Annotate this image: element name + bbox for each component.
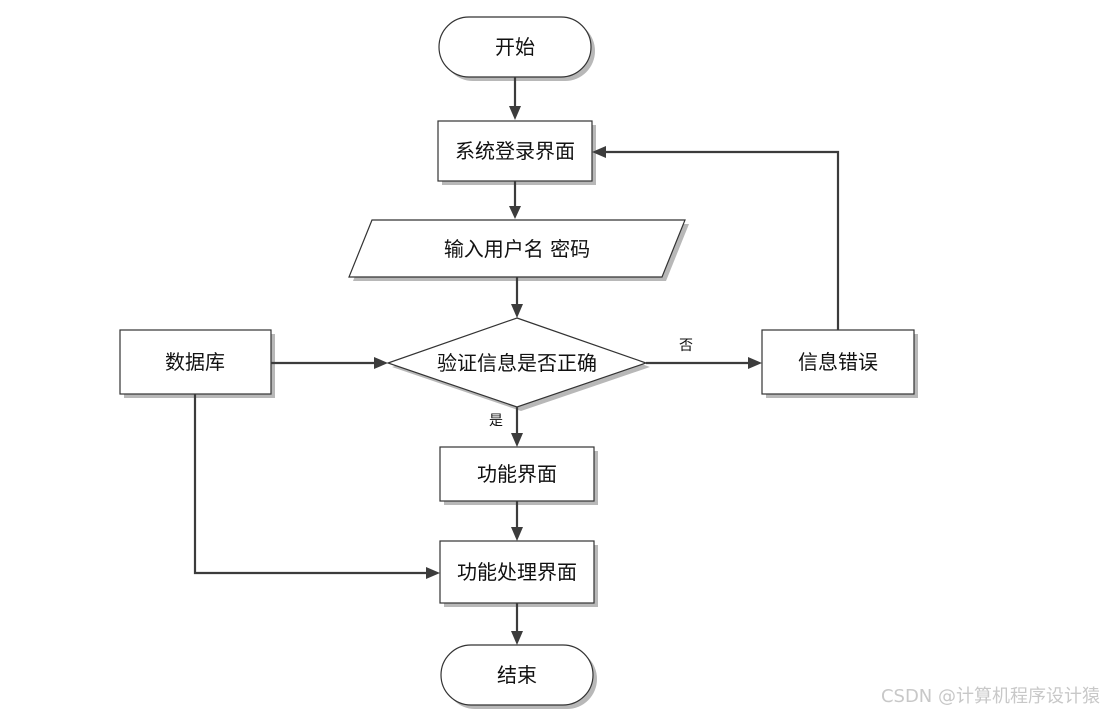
- edge-database-to-verify: [271, 357, 388, 369]
- error-label: 信息错误: [798, 350, 878, 374]
- edge-verify-to-error: [646, 357, 762, 369]
- function-screen-label: 功能界面: [477, 462, 557, 486]
- edge-verify-to-function: [511, 407, 523, 447]
- database-label: 数据库: [165, 350, 225, 374]
- start-label: 开始: [495, 35, 535, 59]
- start-node: 开始: [438, 16, 595, 81]
- edge-database-to-processing: [193, 394, 440, 579]
- edge-input-to-verify: [511, 277, 523, 318]
- database-node: 数据库: [119, 329, 275, 398]
- input-credentials-node: 输入用户名 密码: [348, 219, 689, 281]
- verify-decision-node: 验证信息是否正确: [386, 317, 650, 411]
- yes-branch-label: 是: [489, 413, 503, 429]
- verify-decision-label: 验证信息是否正确: [437, 351, 597, 375]
- edge-start-to-login: [509, 77, 521, 120]
- processing-screen-node: 功能处理界面: [439, 540, 598, 607]
- no-branch-label: 否: [679, 338, 693, 354]
- input-credentials-label: 输入用户名 密码: [444, 237, 590, 261]
- edge-login-to-input: [509, 181, 521, 219]
- edge-function-to-processing: [511, 501, 523, 541]
- login-screen-node: 系统登录界面: [437, 120, 596, 185]
- login-screen-label: 系统登录界面: [455, 139, 575, 163]
- watermark: CSDN @计算机程序设计猿: [880, 686, 1100, 707]
- end-node: 结束: [440, 644, 597, 709]
- function-screen-node: 功能界面: [439, 446, 598, 505]
- edge-processing-to-end: [511, 603, 523, 645]
- processing-screen-label: 功能处理界面: [457, 560, 577, 584]
- end-label: 结束: [497, 663, 537, 687]
- edge-error-to-login: [592, 146, 840, 330]
- error-node: 信息错误: [761, 329, 918, 398]
